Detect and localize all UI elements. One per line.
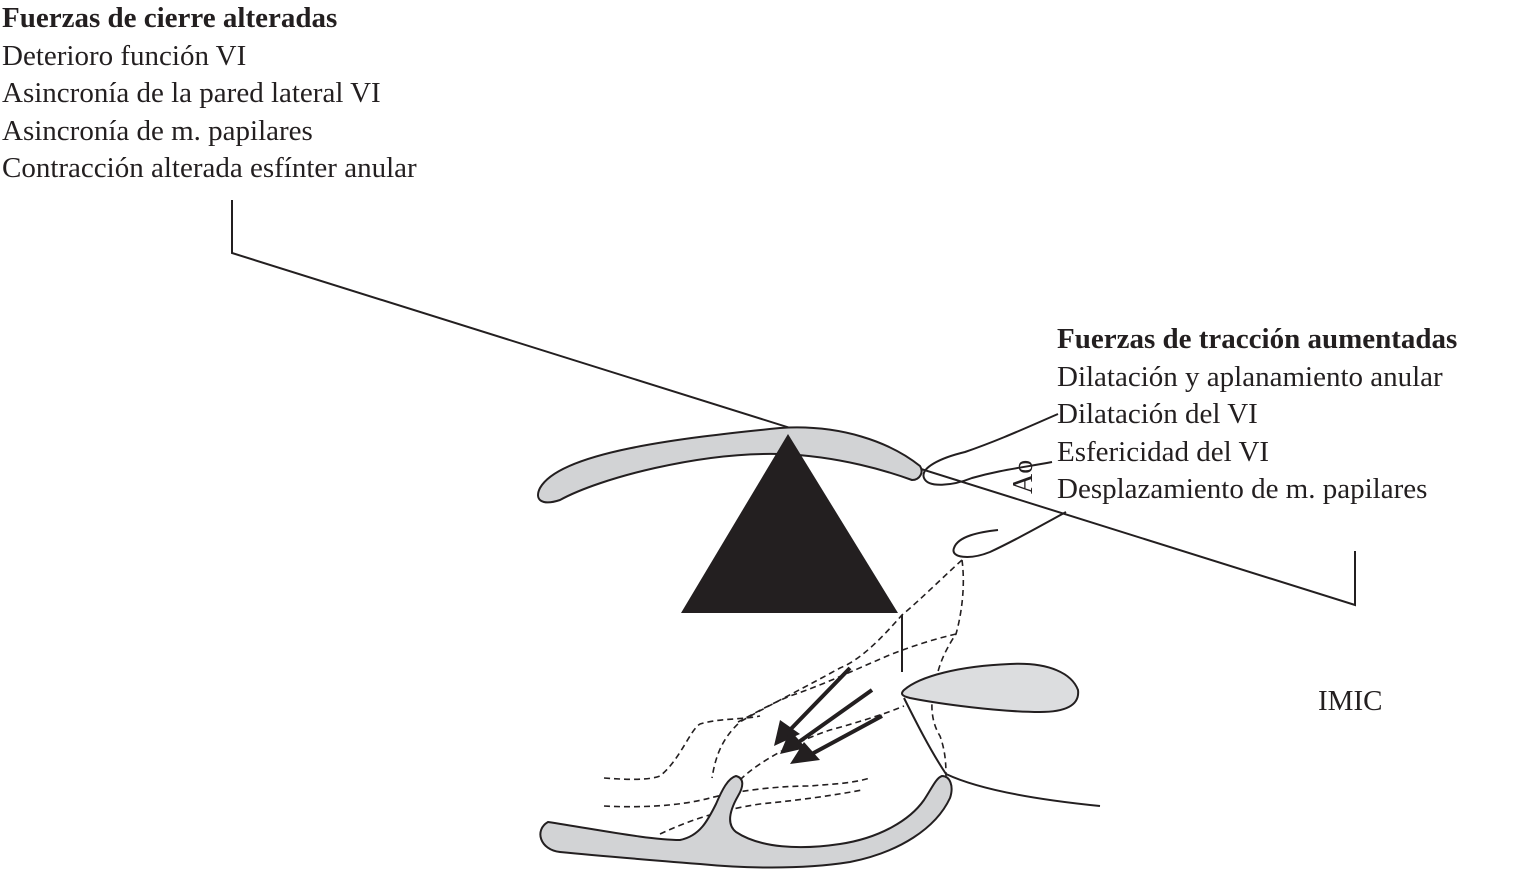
condition-label: IMIC xyxy=(1318,685,1383,717)
closing-forces-item: Deterioro función VI xyxy=(2,39,247,72)
tethering-forces-item: Esfericidad del VI xyxy=(1057,435,1270,468)
tethering-forces-block: Fuerzas de tracción aumentadas Dilatació… xyxy=(1057,321,1457,509)
tension-arrows xyxy=(774,666,883,764)
closing-forces-item: Asincronía de m. papilares xyxy=(2,114,313,147)
chordae-dashed-6 xyxy=(659,789,863,835)
ventricular-wall xyxy=(539,774,953,869)
tethering-forces-item: Desplazamiento de m. papilares xyxy=(1057,473,1428,505)
chordae-dashed-5 xyxy=(603,777,871,808)
closing-forces-item: Contracción alterada esfínter anular xyxy=(2,152,417,184)
tethering-forces-item: Dilatación y aplanamiento anular xyxy=(1057,360,1443,393)
aorta-outline xyxy=(922,413,1059,486)
anterior-leaflet xyxy=(537,426,923,504)
chordae-dashed-2 xyxy=(931,559,965,777)
closing-forces-item: Asincronía de la pared lateral VI xyxy=(2,77,381,109)
chordae-dashed-1 xyxy=(711,559,963,779)
closing-forces-title: Fuerzas de cierre alteradas xyxy=(2,2,338,34)
posterior-leaflet-tip xyxy=(952,511,1067,558)
fulcrum-triangle xyxy=(681,434,898,613)
papillary-muscle xyxy=(901,662,1080,714)
papillary-wall-line xyxy=(903,697,1101,807)
chordae-dashed-4 xyxy=(603,715,761,781)
aorta-label: Ao xyxy=(1008,460,1039,494)
tethering-forces-item: Dilatación del VI xyxy=(1057,398,1258,430)
tethering-forces-title: Fuerzas de tracción aumentadas xyxy=(1057,323,1458,355)
chordae-dashed-7 xyxy=(739,705,905,781)
closing-forces-block: Fuerzas de cierre alteradas Deterioro fu… xyxy=(2,0,417,188)
